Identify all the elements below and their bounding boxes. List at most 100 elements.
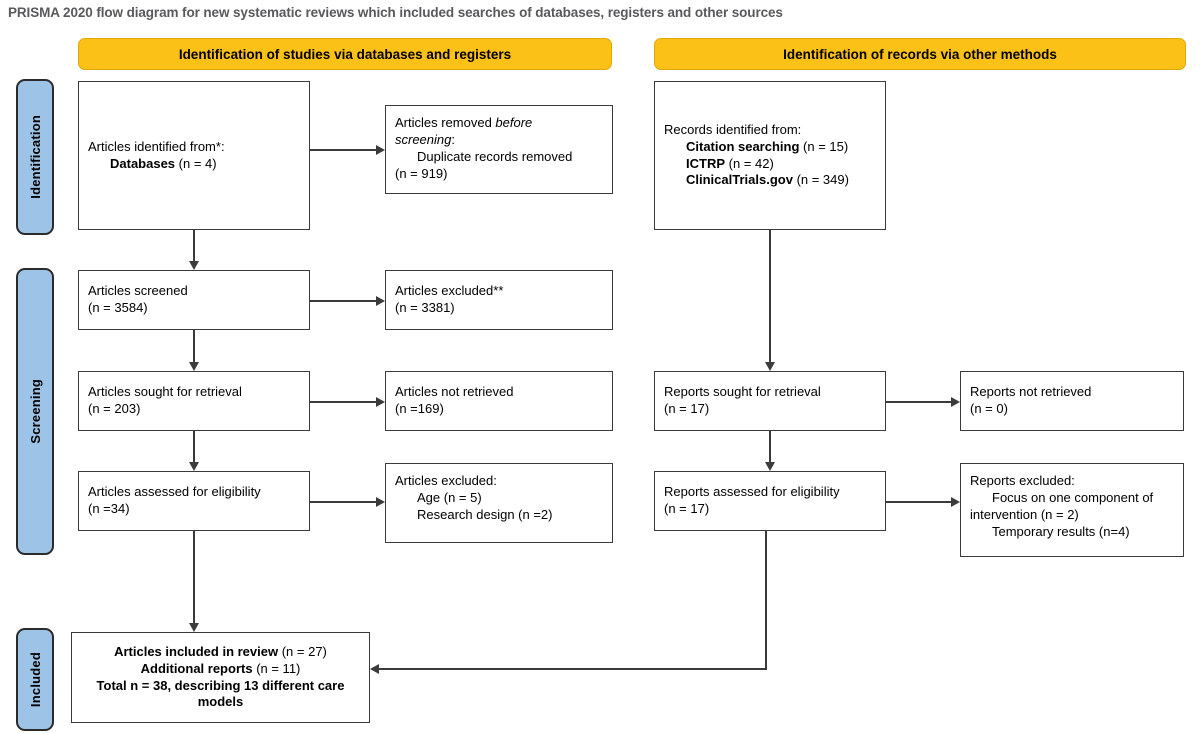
box-reports-excluded: Reports excluded: Focus on one component… [960,463,1184,557]
arrow-identified-to-removed [376,144,385,155]
connector-screened-to-excluded [310,300,376,302]
connector-reports-assessed-to-included-vertical [765,531,767,669]
box-articles-excluded-eligibility-line1: Articles excluded: [395,473,497,488]
box-articles-screened: Articles screened (n = 3584) [78,270,310,330]
arrow-screened-to-sought [188,362,199,371]
box-included-line1-label: Articles included in review [114,643,279,659]
connector-reports-sought-to-not-retrieved [886,401,951,403]
box-articles-sought-line2: (n = 203) [88,401,141,416]
stage-label-included: Included [16,628,54,731]
box-articles-excluded-screening-line1: Articles excluded** [395,283,504,299]
banner-other-methods-label: Identification of records via other meth… [783,46,1057,62]
box-articles-excluded-eligibility-line3: Research design (n =2) [417,506,553,522]
box-articles-identified-source: Databases [110,155,176,171]
connector-sought-to-assessed [193,431,195,462]
banner-databases-registers-label: Identification of studies via databases … [178,46,512,62]
box-articles-not-retrieved-line2: (n =169) [395,401,444,416]
box-records-identified-other-item3: ClinicalTrials.gov (n = 349) [664,172,876,189]
connector-reports-assessed-to-excluded [886,501,951,503]
box-articles-removed-line2-b: : [451,131,455,147]
box-included-line2: Additional reports (n = 11) [81,661,360,678]
box-records-identified-other-item1-value: (n = 15) [803,138,849,154]
box-articles-sought: Articles sought for retrieval (n = 203) [78,371,310,431]
box-articles-removed: Articles removed before screening: Dupli… [385,105,613,194]
box-articles-assessed: Articles assessed for eligibility (n =34… [78,471,310,531]
box-articles-removed-line1: Articles removed before [395,115,603,132]
arrow-reports-sought-to-assessed [764,462,775,471]
box-articles-excluded-eligibility-line2: Age (n = 5) [417,489,482,505]
box-reports-excluded-line3: intervention (n = 2) [970,506,1079,522]
box-articles-removed-line1-a: Articles removed [395,115,496,130]
box-reports-sought-line2: (n = 17) [664,401,710,416]
box-records-identified-other-item2: ICTRP (n = 42) [664,156,876,173]
box-reports-assessed-line1: Reports assessed for eligibility [664,484,840,500]
stage-label-identification: Identification [16,79,54,235]
box-records-identified-other-item1-label: Citation searching [686,138,800,154]
stage-label-screening-text: Screening [27,379,43,444]
box-records-identified-other-line1: Records identified from: [664,121,802,137]
arrow-sought-to-assessed [188,462,199,471]
box-included: Articles included in review (n = 27) Add… [71,632,370,723]
box-articles-identified-line2: Databases (n = 4) [88,156,300,173]
box-records-identified-other: Records identified from: Citation search… [654,81,886,230]
box-included-line3: Total n = 38, describing 13 different ca… [96,677,345,710]
stage-label-identification-text: Identification [27,115,43,199]
banner-databases-registers: Identification of studies via databases … [78,38,612,70]
box-reports-sought-line1: Reports sought for retrieval [664,384,821,400]
arrow-assessed-to-excluded [376,496,385,507]
box-articles-excluded-screening-line2: (n = 3381) [395,300,455,315]
arrow-reports-assessed-to-excluded [951,496,960,507]
box-articles-not-retrieved-line1: Articles not retrieved [395,384,514,400]
page-title: PRISMA 2020 flow diagram for new systema… [8,5,783,20]
box-articles-identified-count: (n = 4) [178,155,217,171]
box-articles-sought-line1: Articles sought for retrieval [88,384,242,400]
box-reports-sought: Reports sought for retrieval (n = 17) [654,371,886,431]
connector-sought-to-not-retrieved [310,401,376,403]
box-articles-removed-line2: screening: [395,132,603,149]
box-reports-assessed: Reports assessed for eligibility (n = 17… [654,471,886,531]
connector-assessed-to-included [193,531,195,623]
box-included-line1-value: (n = 27) [281,643,327,659]
box-articles-excluded-screening: Articles excluded** (n = 3381) [385,270,613,330]
box-articles-identified: Articles identified from*: Databases (n … [78,81,310,230]
box-articles-removed-line3: Duplicate records removed [417,148,573,164]
connector-identified-to-screened [193,230,195,261]
box-reports-excluded-line4: Temporary results (n=4) [992,523,1130,539]
arrow-identified-to-screened [188,261,199,270]
box-reports-not-retrieved-line1: Reports not retrieved [970,384,1092,400]
box-reports-not-retrieved: Reports not retrieved (n = 0) [960,371,1184,431]
box-included-line2-label: Additional reports [140,660,253,676]
box-articles-assessed-line1: Articles assessed for eligibility [88,484,261,500]
box-articles-removed-line4: (n = 919) [395,165,448,181]
arrow-screened-to-excluded [376,295,385,306]
connector-reports-sought-to-assessed [769,431,771,462]
arrow-reports-sought-to-not-retrieved [951,396,960,407]
connector-screened-to-sought [193,330,195,362]
box-reports-excluded-line1: Reports excluded: [970,473,1075,488]
arrow-reports-assessed-to-included [370,663,379,674]
box-articles-screened-line2: (n = 3584) [88,300,148,315]
connector-assessed-to-excluded [310,501,376,503]
box-reports-excluded-line2: Focus on one component of [992,489,1154,505]
box-articles-assessed-line2: (n =34) [88,501,130,516]
box-records-identified-other-item3-value: (n = 349) [796,172,849,188]
box-reports-assessed-line2: (n = 17) [664,501,710,516]
connector-reports-assessed-to-included-horizontal [379,668,767,670]
box-articles-excluded-eligibility: Articles excluded: Age (n = 5) Research … [385,463,613,543]
arrow-sought-to-not-retrieved [376,396,385,407]
arrow-records-to-reports-sought [764,362,775,371]
box-included-line1: Articles included in review (n = 27) [81,644,360,661]
banner-other-methods: Identification of records via other meth… [654,38,1186,70]
stage-label-screening: Screening [16,268,54,555]
box-articles-screened-line1: Articles screened [88,283,188,299]
box-records-identified-other-item2-label: ICTRP [686,155,725,171]
box-included-line2-value: (n = 11) [256,660,301,676]
box-articles-not-retrieved: Articles not retrieved (n =169) [385,371,613,431]
box-articles-identified-line1: Articles identified from*: [88,138,225,154]
box-records-identified-other-item3-label: ClinicalTrials.gov [686,172,793,188]
box-records-identified-other-item1: Citation searching (n = 15) [664,139,876,156]
box-records-identified-other-item2-value: (n = 42) [728,155,774,171]
stage-label-included-text: Included [27,651,43,708]
box-articles-removed-line1-b: before [495,115,533,130]
connector-records-to-reports-sought [769,230,771,362]
